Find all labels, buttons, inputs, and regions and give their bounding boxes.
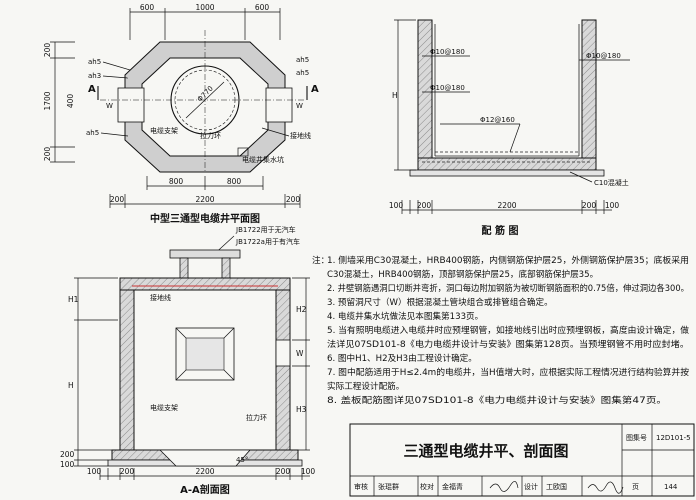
section-dim-100: 100 bbox=[60, 460, 75, 469]
plan-dim-bottom-outer-1: 200 bbox=[110, 195, 125, 204]
section-callout-1: JB1722用于无汽车 bbox=[235, 225, 296, 234]
section-label-cable-support: 电缆支架 bbox=[150, 403, 178, 412]
note-line-9: 7. 图中配筋适用于H≤2.4m的电缆井，当H值增大时，应根据实际工程情况进行结… bbox=[327, 366, 689, 378]
rebar-caption: 配 筋 图 bbox=[482, 224, 519, 237]
rebar-view: Φ10@180 Φ10@180 Φ10@180 Φ12@160 C10混凝土 H… bbox=[389, 19, 630, 237]
plan-view: 600 1000 600 200 1700 200 400 W W Φ770 A bbox=[43, 3, 319, 225]
section-dim-bottom-5: 100 bbox=[301, 467, 316, 476]
plan-label-ah5-a: ah5 bbox=[88, 58, 101, 66]
plan-label-ah5-d: ah5 bbox=[86, 129, 99, 137]
page-no: 144 bbox=[664, 483, 678, 491]
plan-label-ah5-b: ah5 bbox=[296, 56, 309, 64]
plan-dim-left-1: 200 bbox=[43, 43, 52, 58]
rebar-dim-2: 200 bbox=[417, 201, 432, 210]
rebar-bar3: Φ10@180 bbox=[430, 84, 465, 92]
review-label: 审核 bbox=[354, 482, 368, 491]
rebar-dim-5: 100 bbox=[605, 201, 620, 210]
plan-caption: 中型三通型电缆井平面图 bbox=[150, 212, 260, 225]
section-dim-bottom-2: 200 bbox=[120, 467, 135, 476]
note-line-1: 1. 侧墙采用C30混凝土，HRB400钢筋，内侧钢筋保护层25，外侧钢筋保护层… bbox=[327, 254, 689, 266]
rebar-bar2: Φ10@180 bbox=[586, 52, 621, 60]
section-angle: 45° bbox=[236, 456, 248, 464]
plan-section-mark-right: A bbox=[311, 84, 319, 95]
plan-dim-bottom-outer-3: 200 bbox=[286, 195, 301, 204]
rebar-dim-h: H bbox=[392, 91, 398, 100]
plan-section-mark-left: A bbox=[88, 84, 96, 95]
section-callout-2: JB1722a用于有汽车 bbox=[235, 237, 300, 246]
note-line-8: 6. 图中H1、H2及H3由工程设计确定。 bbox=[327, 352, 477, 364]
atlas-label: 图集号 bbox=[626, 433, 647, 442]
title-block: 三通型电缆井平、剖面图 图集号 12D101-5 页 144 审核 张琨群 校对… bbox=[349, 423, 695, 497]
note-line-2: C30混凝土，HRB400钢筋，顶部钢筋保护层25，底部钢筋保护层35。 bbox=[327, 268, 598, 280]
section-dim-bottom-3: 2200 bbox=[195, 467, 214, 476]
plan-w-right: W bbox=[296, 102, 303, 110]
rebar-bar4: Φ12@160 bbox=[480, 116, 515, 124]
plan-dim-bottom-inner-1: 800 bbox=[169, 177, 184, 186]
note-line-7: 法详见07SD101-8《电力电缆井设计与安装》图集第128页。当预埋钢管不用时… bbox=[327, 338, 689, 350]
section-dim-h1: H1 bbox=[68, 295, 79, 304]
section-dim-h3: H3 bbox=[296, 405, 307, 414]
section-view: JB1722用于无汽车 JB1722a用于有汽车 45° 电缆支架 拉力环 接地… bbox=[60, 225, 315, 496]
section-dim-h: H bbox=[68, 381, 74, 390]
rebar-dim-1: 100 bbox=[389, 201, 404, 210]
note-line-5: 4. 电缆井集水坑做法见本图集第133页。 bbox=[327, 310, 483, 322]
atlas-no: 12D101-5 bbox=[656, 434, 691, 442]
plan-dim-top-1: 600 bbox=[140, 3, 155, 12]
checker: 金福青 bbox=[442, 482, 463, 491]
check-label: 校对 bbox=[420, 482, 434, 491]
section-dim-w: W bbox=[296, 349, 304, 358]
rebar-bar1: Φ10@180 bbox=[430, 48, 465, 56]
section-label-pull-iron: 拉力环 bbox=[246, 413, 267, 422]
section-dim-bottom-4: 200 bbox=[276, 467, 291, 476]
notes-block: 注： 1. 侧墙采用C30混凝土，HRB400钢筋，内侧钢筋保护层25，外侧钢筋… bbox=[312, 254, 689, 406]
section-label-ground-wire: 接地线 bbox=[150, 293, 171, 302]
plan-label-cable-support: 电缆支架 bbox=[150, 126, 178, 135]
section-dim-200: 200 bbox=[60, 450, 75, 459]
sheet-title: 三通型电缆井平、剖面图 bbox=[403, 442, 568, 460]
plan-dim-top-3: 600 bbox=[255, 3, 270, 12]
note-line-11: 8. 盖板配筋图详见07SD101-8《电力电缆井设计与安装》图集第47页。 bbox=[327, 394, 667, 406]
plan-w-left: W bbox=[106, 102, 113, 110]
plan-dim-left-2: 1700 bbox=[43, 91, 52, 110]
plan-label-sump: 电缆井集水坑 bbox=[242, 155, 284, 164]
plan-dim-left-3: 200 bbox=[43, 147, 52, 162]
section-dim-bottom-1: 100 bbox=[87, 467, 102, 476]
note-line-10: 实际工程设计配筋。 bbox=[327, 380, 404, 392]
reviewer: 张琨群 bbox=[378, 482, 399, 491]
rebar-concrete: C10混凝土 bbox=[594, 178, 629, 187]
plan-label-pull-iron: 拉力环 bbox=[200, 131, 221, 140]
notes-head: 注： bbox=[312, 254, 329, 266]
note-line-4: 3. 预留洞尺寸（W）根据混凝土管块组合或排管组合确定。 bbox=[327, 296, 553, 308]
design-label: 设计 bbox=[524, 482, 538, 491]
plan-label-ground-wire: 接地线 bbox=[290, 131, 311, 140]
page-label: 页 bbox=[632, 483, 639, 491]
note-line-3: 2. 井壁钢筋遇洞口切断并弯折，洞口每边附加钢筋为被切断钢筋面积的0.75倍，伸… bbox=[327, 282, 689, 294]
plan-dim-bottom-inner-2: 800 bbox=[227, 177, 242, 186]
designer: 工欧国 bbox=[546, 482, 567, 491]
plan-dim-bottom-outer-2: 2200 bbox=[195, 195, 214, 204]
section-dim-h2: H2 bbox=[296, 305, 307, 314]
rebar-dim-3: 2200 bbox=[497, 201, 516, 210]
plan-dim-top-2: 1000 bbox=[195, 3, 214, 12]
plan-label-ah5-c: ah5 bbox=[296, 69, 309, 77]
rebar-dim-4: 200 bbox=[582, 201, 597, 210]
note-line-6: 5. 当有照明电缆进入电缆井时应预埋钢管，如接地线引出时应预埋钢板，高度由设计确… bbox=[327, 324, 689, 336]
plan-dim-400: 400 bbox=[66, 94, 75, 109]
plan-label-ah3: ah3 bbox=[88, 72, 101, 80]
section-caption: A-A剖面图 bbox=[180, 483, 230, 496]
